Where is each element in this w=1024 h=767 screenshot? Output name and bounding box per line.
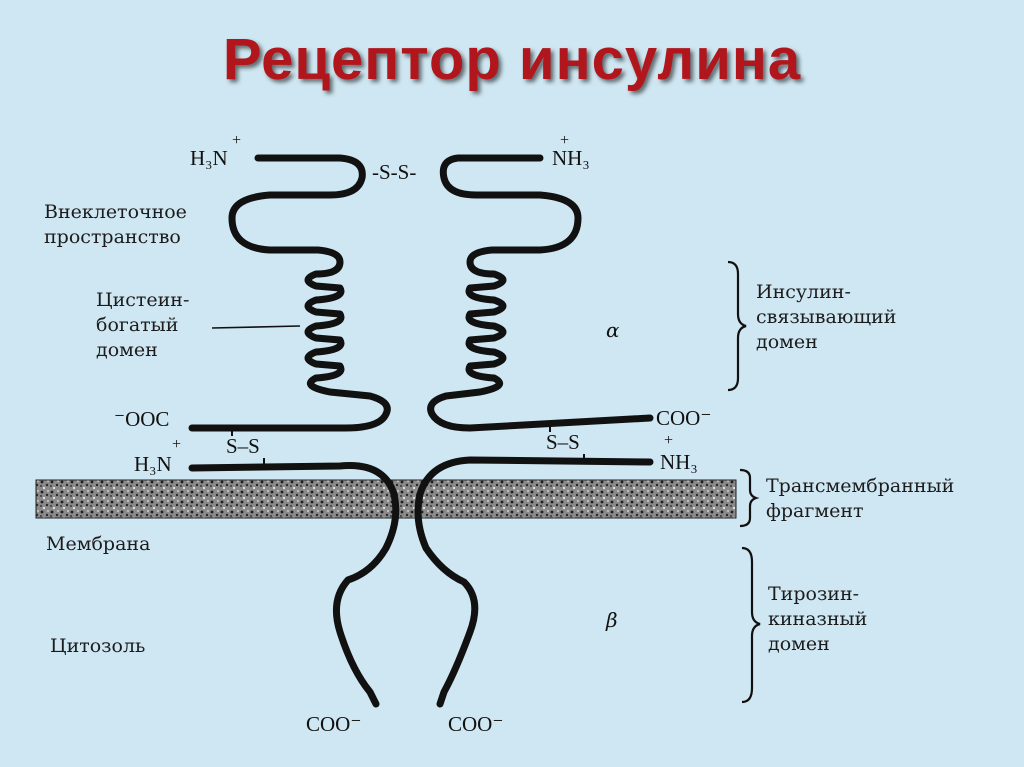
plus-right-top: +	[560, 132, 570, 149]
cys-domain-leader	[211, 325, 301, 329]
cys-domain-label: Цистеин- богатый домен	[96, 288, 189, 363]
n-terminus-left-beta: H₃N	[134, 452, 172, 476]
insulin-binding-label-line1: Инсулин-	[756, 281, 851, 303]
insulin-binding-label-line2: связывающий	[756, 306, 897, 329]
tyrosine-kinase-label-line2: киназный	[768, 608, 868, 631]
tyrosine-kinase-label: Тирозин- киназный домен	[768, 582, 867, 657]
disulfide-right: S–S	[546, 430, 580, 454]
insulin-binding-label: Инсулин- связывающий домен	[756, 280, 896, 355]
bracket-insulin-binding	[727, 260, 747, 392]
n-terminus-right-top: NH₃	[552, 146, 590, 170]
beta-chain-right	[414, 456, 654, 708]
alpha-subunit-label: α	[606, 318, 620, 342]
slide-title: Рецептор инсулина	[222, 27, 802, 92]
plus-right-beta: +	[664, 432, 674, 449]
bracket-transmembrane	[739, 468, 760, 528]
plus-left-top: +	[232, 132, 242, 149]
tyrosine-kinase-label-line3: домен	[768, 633, 830, 656]
cytosol-label: Цитозоль	[50, 635, 146, 657]
c-terminus-left-mid: ⁻OOC	[114, 407, 170, 431]
membrane-band	[35, 479, 737, 519]
alpha-chain-left	[188, 154, 391, 432]
plus-left-beta: +	[172, 436, 182, 453]
cys-domain-label-line3: домен	[96, 339, 158, 362]
disulfide-left: S–S	[226, 434, 260, 458]
n-terminus-right-beta: NH₃	[660, 450, 698, 474]
extracellular-label-line1: Внеклеточное	[44, 201, 187, 223]
transmembrane-label-line1: Трансмембранный	[766, 475, 955, 497]
bracket-tyrosine-kinase	[741, 546, 761, 704]
c-terminus-left-bottom: COO⁻	[306, 712, 362, 736]
beta-chain-left	[188, 462, 400, 708]
tyrosine-kinase-label-line1: Тирозин-	[768, 583, 860, 605]
disulfide-top: -S-S-	[372, 160, 417, 184]
alpha-chain-right	[427, 154, 654, 432]
cys-domain-label-line1: Цистеин-	[96, 289, 190, 311]
c-terminus-right-mid: COO⁻	[656, 406, 712, 430]
beta-subunit-label: β	[606, 608, 618, 632]
transmembrane-label: Трансмембранный фрагмент	[766, 474, 954, 524]
extracellular-label: Внеклеточное пространство	[44, 200, 187, 250]
membrane-label: Мембрана	[46, 533, 151, 555]
n-terminus-left-top: H₃N	[190, 146, 228, 170]
extracellular-label-line2: пространство	[44, 226, 181, 249]
insulin-binding-label-line3: домен	[756, 331, 818, 354]
cys-domain-label-line2: богатый	[96, 314, 179, 337]
transmembrane-label-line2: фрагмент	[766, 500, 864, 523]
c-terminus-right-bottom: COO⁻	[448, 712, 504, 736]
